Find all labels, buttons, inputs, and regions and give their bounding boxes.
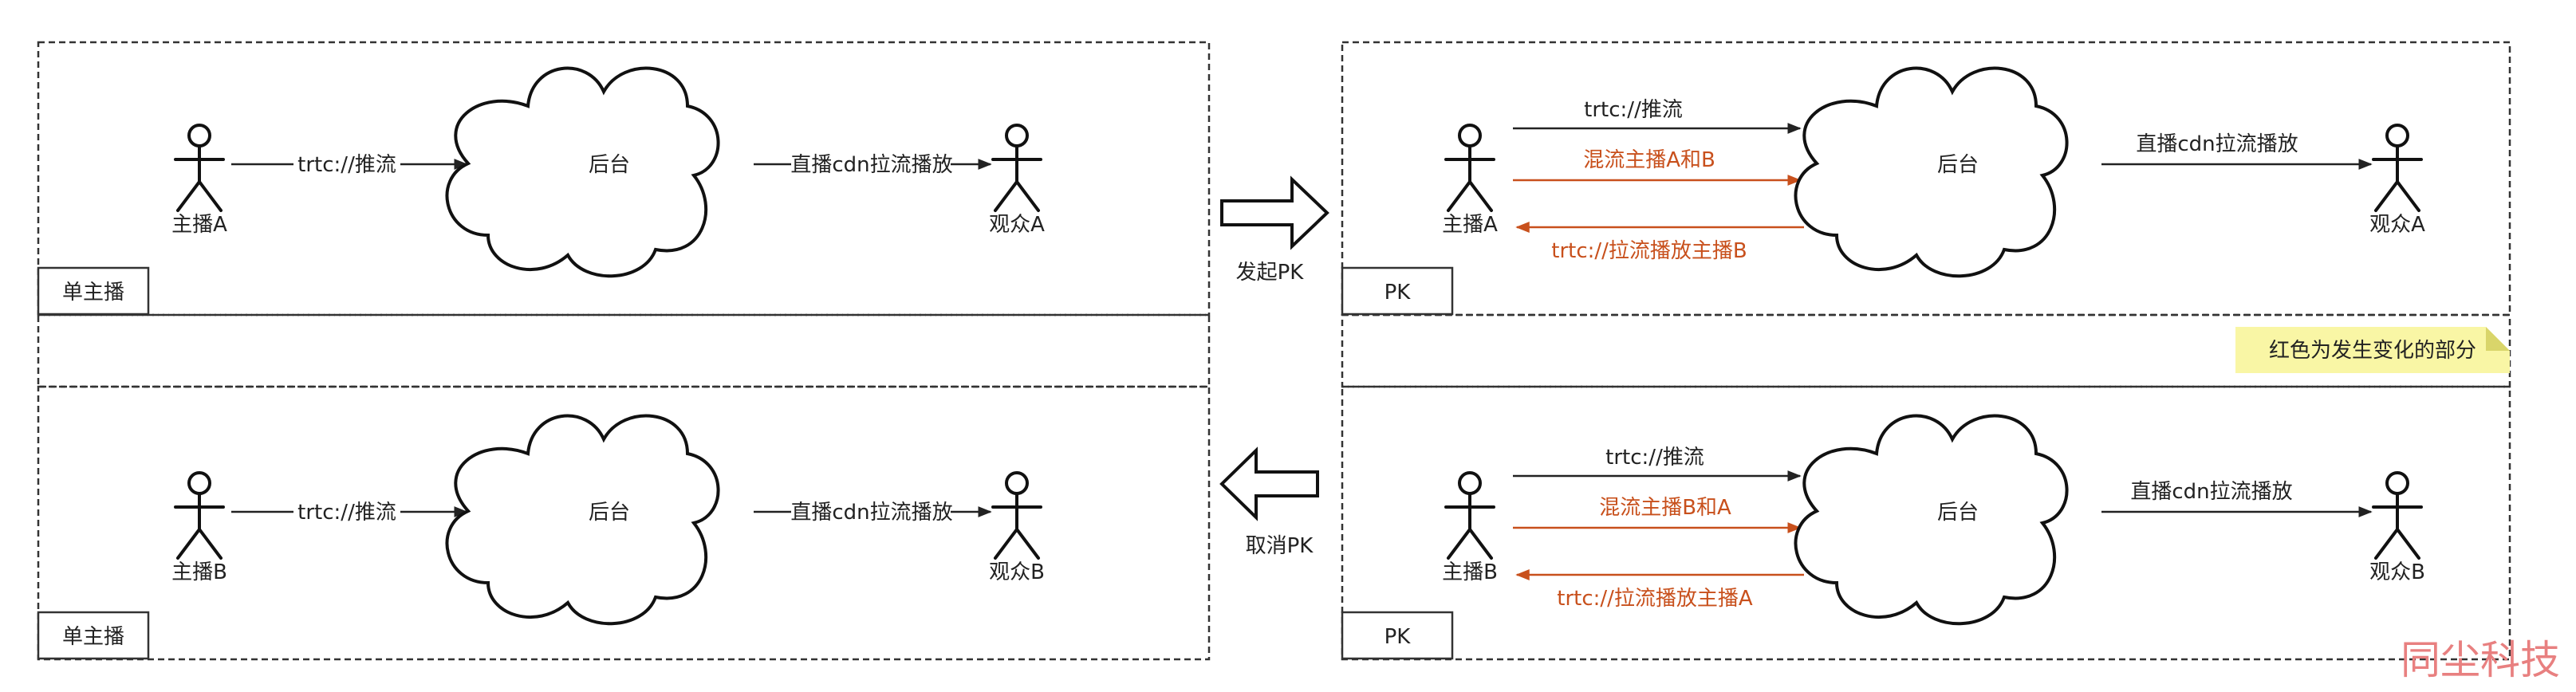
viewer-a-person-icon [991,124,1042,212]
single-b-tag-box [37,611,150,660]
push-label: trtc://推流 [297,501,396,525]
anchor-b-person-icon [1444,471,1495,560]
pk-anchor-a-panel: PK 主播A trtc://推流 混流主播A和B trtc://拉流播放主播B … [1341,41,2511,317]
single-a-tag: 单主播 [62,281,124,305]
mix-label: 混流主播B和A [1599,496,1731,520]
viewer-a-label: 观众A [989,213,1045,237]
anchor-a-person-icon [174,124,225,212]
pk-a-tag-box [1341,266,1454,316]
viewer-a-label: 观众A [2369,213,2425,237]
pk-b-frame [1341,385,2511,661]
anchor-a-label: 主播A [1442,213,1498,237]
cancel-pk-arrow-icon [1219,446,1319,521]
viewer-b-person-icon [2372,471,2423,560]
single-anchor-a-panel: 单主播 主播A trtc://推流 后台 直播cdn拉流播放 观众A [37,41,1211,317]
single-anchor-b-panel: 单主播 主播B trtc://推流 后台 直播cdn拉流播放 观众B [37,385,1211,661]
cdn-label: 直播cdn拉流播放 [2130,480,2292,504]
single-b-tag: 单主播 [62,625,124,649]
start-pk-arrow-icon [1220,175,1329,250]
backend-label: 后台 [589,501,630,525]
pull-label: trtc://拉流播放主播B [1551,239,1747,263]
push-label: trtc://推流 [1605,446,1704,470]
anchor-b-person-icon [174,471,225,560]
viewer-a-person-icon [2372,124,2423,212]
backend-cloud-icon [445,66,720,278]
anchor-b-label: 主播B [171,560,227,584]
cdn-label: 直播cdn拉流播放 [790,153,952,177]
pk-b-tag: PK [1385,625,1412,649]
legend-note: 红色为发生变化的部分 [2235,327,2510,373]
backend-label: 后台 [1937,153,1979,177]
cdn-label: 直播cdn拉流播放 [2136,132,2298,156]
push-label: trtc://推流 [297,153,396,177]
legend-note-text: 红色为发生变化的部分 [2269,339,2476,363]
backend-cloud-icon [1794,66,2069,278]
pk-b-tag-box [1341,611,1454,660]
cancel-pk-label: 取消PK [1246,534,1314,558]
left-gap-frame [37,313,1211,388]
pull-label: trtc://拉流播放主播A [1557,587,1753,611]
backend-label: 后台 [589,153,630,177]
viewer-b-label: 观众B [2369,560,2425,584]
pk-anchor-b-panel: PK 主播B trtc://推流 混流主播B和A trtc://拉流播放主播A … [1341,385,2511,661]
watermark: 同尘科技 [2401,637,2560,683]
backend-cloud-icon [445,414,720,626]
backend-cloud-icon [1794,414,2069,626]
cdn-label: 直播cdn拉流播放 [790,501,952,525]
viewer-b-label: 观众B [989,560,1045,584]
mix-label: 混流主播A和B [1583,148,1715,172]
start-pk-label: 发起PK [1236,261,1305,285]
anchor-a-person-icon [1444,124,1495,212]
viewer-b-person-icon [991,471,1042,560]
push-label: trtc://推流 [1584,98,1683,122]
backend-label: 后台 [1937,501,1979,525]
single-a-frame [37,41,1211,317]
anchor-b-label: 主播B [1442,560,1498,584]
pk-a-tag: PK [1385,281,1412,305]
anchor-a-label: 主播A [171,213,227,237]
